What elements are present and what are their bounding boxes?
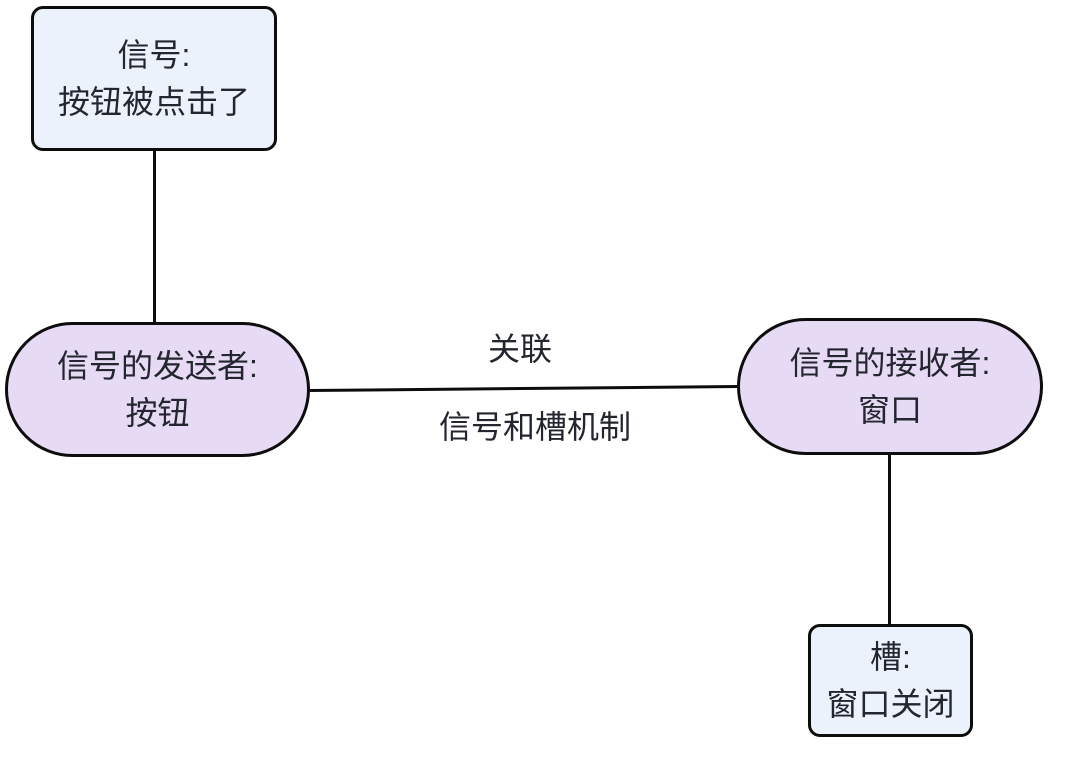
node-slot-line1: 槽: xyxy=(870,639,911,676)
node-receiver: 信号的接收者: 窗口 xyxy=(737,318,1043,455)
node-signal-line2: 按钮被点击了 xyxy=(57,83,250,120)
node-slot: 槽: 窗口关闭 xyxy=(808,624,973,737)
node-sender-line1: 信号的发送者: xyxy=(57,348,258,385)
node-signal-line1: 信号: xyxy=(117,37,191,74)
node-slot-line2: 窗口关闭 xyxy=(826,685,955,722)
node-signal: 信号: 按钮被点击了 xyxy=(31,6,277,151)
edge-label-association: 关联 xyxy=(487,331,552,367)
edge-label-mechanism: 信号和槽机制 xyxy=(438,409,631,445)
node-sender: 信号的发送者: 按钮 xyxy=(5,322,310,457)
node-receiver-line1: 信号的接收者: xyxy=(789,345,991,382)
node-sender-line2: 按钮 xyxy=(125,394,190,431)
edge-sender-receiver xyxy=(308,385,739,392)
node-receiver-line2: 窗口 xyxy=(857,391,922,428)
